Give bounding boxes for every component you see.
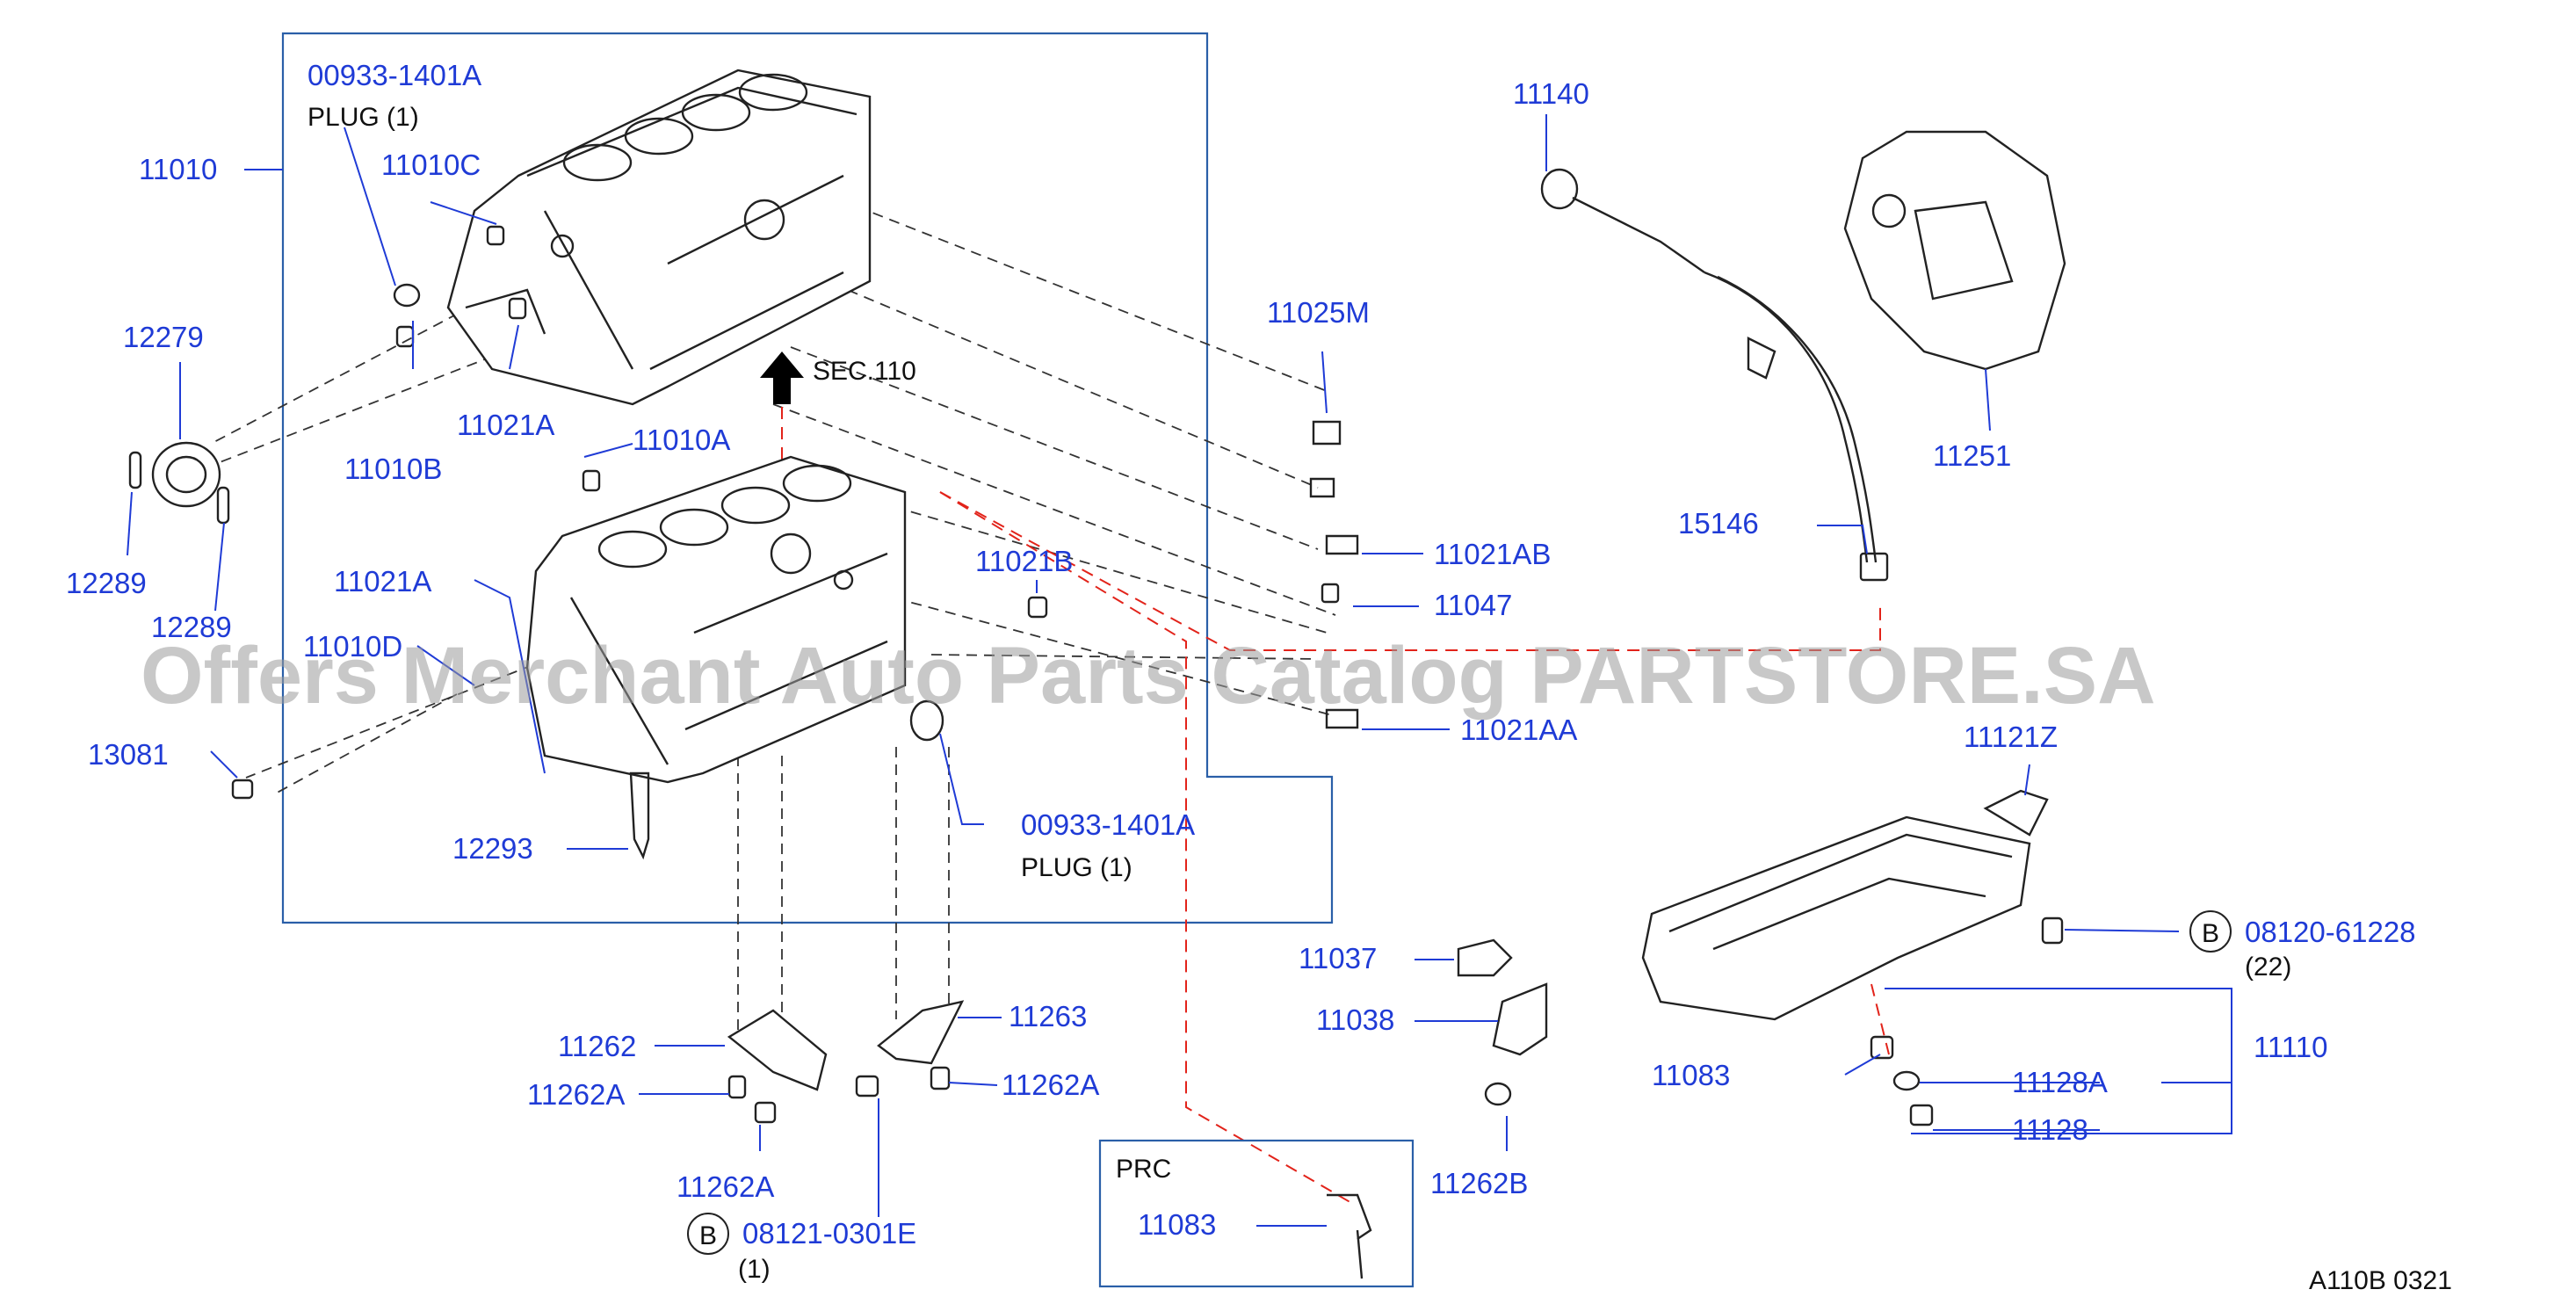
label-12279[interactable]: 12279 <box>123 321 204 353</box>
label-11025M[interactable]: 11025M <box>1267 296 1370 329</box>
label-11038[interactable]: 11038 <box>1316 1003 1394 1036</box>
label-11251[interactable]: 11251 <box>1933 439 2011 472</box>
label-qty-22: (22) <box>2245 953 2291 982</box>
label-11021AB[interactable]: 11021AB <box>1434 538 1551 570</box>
projection-lines <box>210 206 1336 1037</box>
label-11047[interactable]: 11047 <box>1434 589 1512 621</box>
brackets <box>727 938 1548 1124</box>
sec-110-arrow-icon <box>760 351 804 404</box>
label-12289-a[interactable]: 12289 <box>66 567 147 599</box>
sec-110-label[interactable]: SEC.110 <box>813 357 916 386</box>
cylinder-block-upper <box>446 69 872 406</box>
watermark-text: Offers Merchant Auto Parts Catalog PARTS… <box>141 631 2156 721</box>
label-11010[interactable]: 11010 <box>139 153 217 185</box>
prc-sensor <box>1327 1193 1372 1279</box>
label-11021AA[interactable]: 11021AA <box>1460 714 1577 746</box>
label-11140[interactable]: 11140 <box>1513 77 1589 110</box>
part-labels: 00933-1401A PLUG (1) 11010 11010C 12279 … <box>66 59 2452 1295</box>
dipstick-assembly <box>1540 168 1889 582</box>
label-12293[interactable]: 12293 <box>452 832 533 865</box>
label-00933-1401A-bottom[interactable]: 00933-1401A <box>1021 808 1195 841</box>
oil-pan <box>1641 789 2064 1127</box>
label-11010C[interactable]: 11010C <box>381 149 481 181</box>
label-15146[interactable]: 15146 <box>1678 507 1759 540</box>
leader-lines <box>127 114 2232 1227</box>
label-11010A[interactable]: 11010A <box>633 424 730 456</box>
label-08121-0301E[interactable]: 08121-0301E <box>742 1217 916 1250</box>
label-11262A-left[interactable]: 11262A <box>527 1078 625 1111</box>
label-11262B[interactable]: 11262B <box>1430 1167 1528 1199</box>
label-11021A-mid[interactable]: 11021A <box>334 565 431 598</box>
small-parts <box>128 225 1359 860</box>
engine-block-group-frame <box>281 32 1334 924</box>
label-11262A-bottom[interactable]: 11262A <box>677 1170 774 1203</box>
label-12289-b[interactable]: 12289 <box>151 611 232 643</box>
footer-code: A110B 0321 <box>2309 1266 2452 1295</box>
label-qty-1: (1) <box>738 1255 771 1284</box>
label-11128A[interactable]: 11128A <box>2012 1066 2108 1098</box>
bolt-marker-b-left: B <box>687 1213 729 1255</box>
label-11263[interactable]: 11263 <box>1009 1000 1087 1032</box>
svg-text:B: B <box>2202 919 2219 948</box>
label-08120-61228[interactable]: 08120-61228 <box>2245 916 2416 948</box>
prc-box <box>1098 1139 1415 1288</box>
label-11262A-right[interactable]: 11262A <box>1002 1069 1099 1101</box>
label-plug-bottom: PLUG (1) <box>1021 853 1132 882</box>
label-13081[interactable]: 13081 <box>88 738 169 771</box>
label-plug-top: PLUG (1) <box>308 103 419 132</box>
label-11121Z[interactable]: 11121Z <box>1964 721 2058 753</box>
label-00933-1401A-top[interactable]: 00933-1401A <box>308 59 481 91</box>
label-11010B[interactable]: 11010B <box>344 453 442 485</box>
label-11037[interactable]: 11037 <box>1299 942 1377 974</box>
label-11021B[interactable]: 11021B <box>975 545 1073 577</box>
label-11010D[interactable]: 11010D <box>303 630 402 663</box>
label-11083-right[interactable]: 11083 <box>1652 1059 1730 1091</box>
bolt-marker-b-right: B <box>2189 910 2232 953</box>
label-11110[interactable]: 11110 <box>2254 1031 2327 1063</box>
cylinder-block-lower <box>525 455 907 784</box>
label-11262[interactable]: 11262 <box>558 1030 636 1062</box>
label-11021A-top[interactable]: 11021A <box>457 409 554 441</box>
label-11128[interactable]: 11128 <box>2012 1113 2088 1146</box>
prc-label: PRC <box>1116 1155 1171 1184</box>
svg-text:B: B <box>699 1221 717 1250</box>
rear-plate <box>1843 130 2066 371</box>
label-11083-prc[interactable]: 11083 <box>1138 1208 1216 1241</box>
